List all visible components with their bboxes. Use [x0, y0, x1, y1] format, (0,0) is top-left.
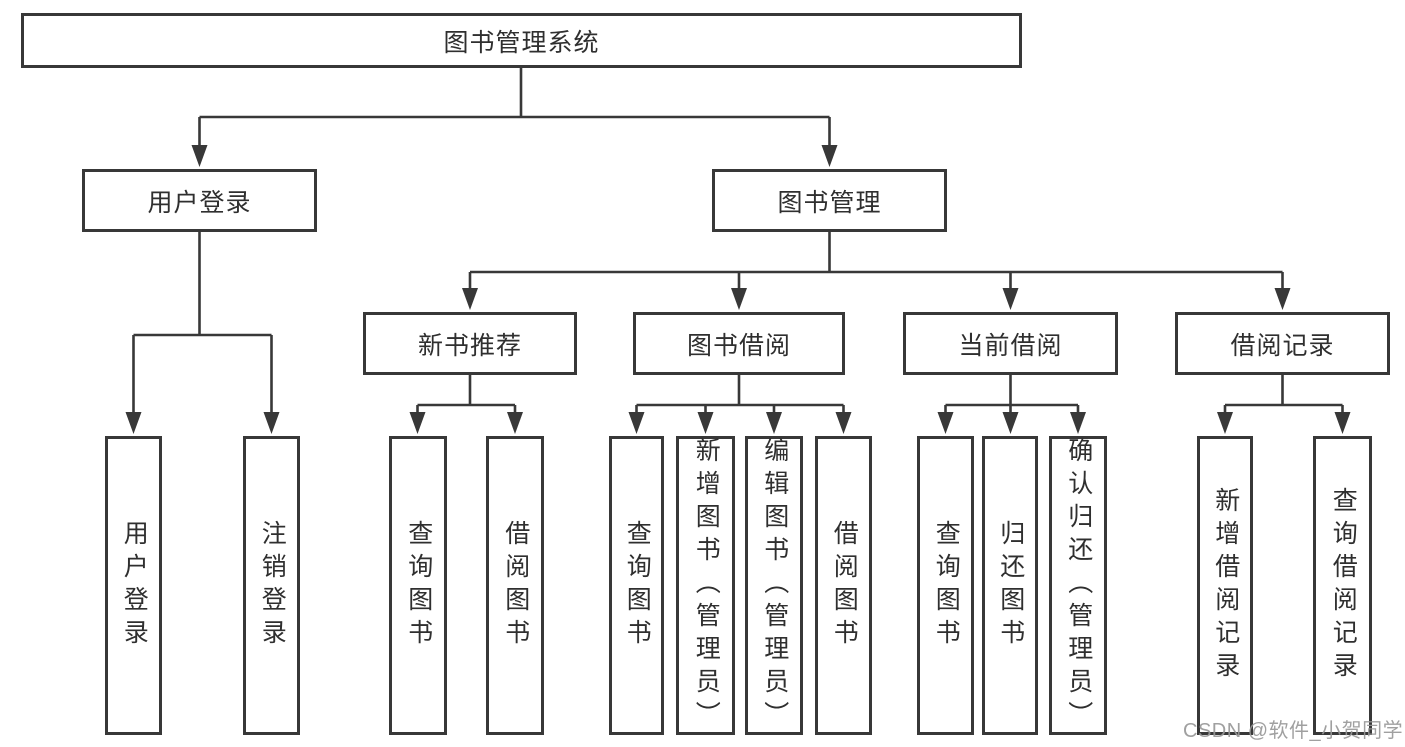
node-leaf-add-book-admin-label: 新增图书（管理员）: [692, 437, 721, 734]
node-leaf-query-books-1-label: 查询图书: [404, 519, 433, 652]
arrowhead-leaf-user-login: [125, 412, 142, 434]
connector-level3-stubs: [468, 272, 1284, 293]
node-library-system: 图书管理系统: [21, 13, 1022, 68]
arrowhead-leaf-borrow-books-1: [507, 412, 523, 434]
connector-lines: [132, 68, 1344, 418]
node-user-login-label: 用户登录: [147, 188, 252, 217]
node-new-book-recommend: 新书推荐: [363, 312, 577, 375]
node-leaf-logout: 注销登录: [243, 436, 300, 735]
arrowhead-book-mgmt: [821, 145, 838, 167]
node-leaf-confirm-return-admin: 确认归还（管理员）: [1049, 436, 1107, 735]
node-leaf-query-borrow-record-label: 查询借阅记录: [1329, 486, 1358, 685]
arrowhead-new-book: [462, 288, 478, 310]
node-leaf-query-borrow-record: 查询借阅记录: [1313, 436, 1372, 735]
node-current-borrowing-label: 当前借阅: [958, 331, 1063, 360]
node-leaf-return-books-label: 归还图书: [996, 519, 1025, 652]
arrowhead-leaf-return-books: [1002, 412, 1019, 434]
arrowhead-leaf-add-record: [1217, 412, 1233, 434]
node-leaf-confirm-return-admin-label: 确认归还（管理员）: [1064, 437, 1093, 734]
node-leaf-query-books-3-label: 查询图书: [932, 519, 961, 652]
node-current-borrowing: 当前借阅: [903, 312, 1118, 375]
node-user-login: 用户登录: [82, 169, 317, 232]
connector-new-book-split: [416, 375, 517, 418]
node-leaf-query-books-2: 查询图书: [609, 436, 664, 735]
node-leaf-borrow-books-1: 借阅图书: [486, 436, 544, 735]
connector-root-to-level2: [199, 68, 830, 119]
connector-level2-stubs: [198, 117, 831, 150]
arrowhead-book-borrow: [731, 288, 747, 310]
connector-user-login-split: [132, 232, 273, 418]
connector-records-split: [1223, 375, 1344, 418]
arrowhead-leaf-query-record: [1334, 412, 1351, 434]
node-leaf-query-books-3: 查询图书: [917, 436, 974, 735]
arrowheads: [125, 145, 1351, 434]
node-new-book-recommend-label: 新书推荐: [417, 331, 522, 360]
node-book-borrowing-label: 图书借阅: [686, 331, 791, 360]
arrowhead-user-login: [191, 145, 208, 167]
arrowhead-leaf-query-books-3: [937, 412, 954, 434]
arrowhead-leaf-add-book: [697, 412, 714, 434]
node-borrow-records: 借阅记录: [1175, 312, 1390, 375]
node-leaf-query-books-1: 查询图书: [389, 436, 447, 735]
connector-current-borrow-split: [944, 375, 1080, 418]
connector-book-borrow-split: [635, 375, 845, 418]
node-leaf-user-login: 用户登录: [105, 436, 162, 735]
arrowhead-leaf-confirm-return: [1070, 412, 1086, 434]
node-leaf-user-login-label: 用户登录: [120, 519, 149, 652]
node-leaf-add-borrow-record: 新增借阅记录: [1197, 436, 1253, 735]
node-leaf-return-books: 归还图书: [982, 436, 1038, 735]
node-leaf-edit-book-admin-label: 编辑图书（管理员）: [760, 437, 789, 734]
arrowhead-leaf-edit-book: [766, 412, 782, 434]
node-book-management-label: 图书管理: [777, 188, 882, 217]
node-library-system-label: 图书管理系统: [443, 28, 600, 57]
node-leaf-add-book-admin: 新增图书（管理员）: [676, 436, 735, 735]
node-leaf-borrow-books-2: 借阅图书: [815, 436, 872, 735]
arrowhead-borrow-records: [1274, 288, 1291, 310]
node-book-borrowing: 图书借阅: [633, 312, 845, 375]
node-leaf-edit-book-admin: 编辑图书（管理员）: [745, 436, 803, 735]
arrowhead-leaf-query-books-1: [409, 412, 426, 434]
connector-book-mgmt-to-level3: [470, 232, 1283, 274]
csdn-watermark: CSDN @软件_小贺同学: [1183, 720, 1404, 742]
arrowhead-leaf-query-books-2: [628, 412, 645, 434]
arrowhead-leaf-borrow-books-2: [835, 412, 852, 434]
node-leaf-borrow-books-1-label: 借阅图书: [501, 519, 530, 652]
node-leaf-query-books-2-label: 查询图书: [623, 519, 652, 652]
node-leaf-logout-label: 注销登录: [258, 519, 287, 652]
node-book-management: 图书管理: [712, 169, 947, 232]
arrowhead-leaf-logout: [263, 412, 280, 434]
node-leaf-add-borrow-record-label: 新增借阅记录: [1211, 486, 1240, 685]
node-leaf-borrow-books-2-label: 借阅图书: [830, 519, 859, 652]
arrowhead-current-borrow: [1002, 288, 1019, 310]
node-borrow-records-label: 借阅记录: [1230, 331, 1335, 360]
